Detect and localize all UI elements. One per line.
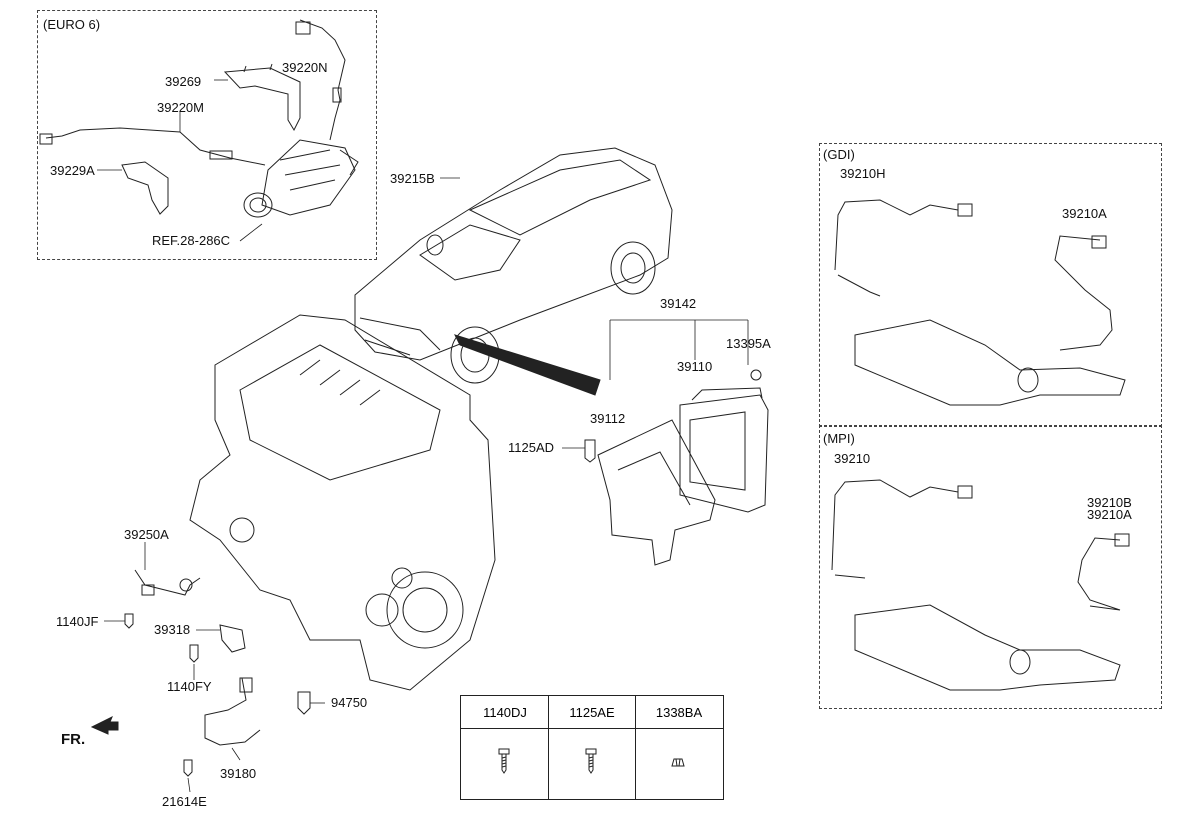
hose-39180 xyxy=(204,677,261,746)
part-label-39142: 39142 xyxy=(660,296,697,311)
bracket-39269 xyxy=(223,63,301,132)
front-direction-label: FR. xyxy=(61,731,86,748)
part-label-39220m: 39220M xyxy=(157,100,204,115)
mpi-part-label-39210b: 39210B xyxy=(1087,495,1132,510)
leader-arrow xyxy=(454,334,601,396)
part-label-94750: 94750 xyxy=(331,695,368,710)
gdi-oxygen-sensors xyxy=(834,199,1126,406)
part-label-39229a: 39229A xyxy=(50,163,95,178)
part-label-1125ad: 1125AD xyxy=(508,440,555,455)
part-label-39318: 39318 xyxy=(154,622,191,637)
nut-icon xyxy=(671,758,685,767)
mpi-group-box xyxy=(819,425,1162,709)
part-label-39112: 39112 xyxy=(590,411,626,426)
bolt-icon xyxy=(585,748,597,774)
group-title-mpi: (MPI) xyxy=(823,431,855,446)
mpi-part-label-39210a: 39210A xyxy=(1087,507,1132,522)
bolt-1125ad xyxy=(584,439,596,463)
euro6-catalytic-converter xyxy=(243,139,359,218)
bracket-39229a xyxy=(121,161,169,215)
sensor-39318 xyxy=(219,624,246,653)
knock-sensor-39250a xyxy=(134,569,201,596)
front-arrow-icon xyxy=(90,715,119,735)
fastener-table-header-row xyxy=(461,696,723,729)
bolt-icon xyxy=(498,748,510,774)
leader-lines xyxy=(97,79,749,793)
ecu-39110 xyxy=(679,387,769,513)
car-body-outline xyxy=(354,147,673,384)
group-title-euro6: (EURO 6) xyxy=(43,17,101,32)
part-label-13395a: 13395A xyxy=(726,336,771,351)
fastener-header-1140dj: 1140DJ xyxy=(483,705,527,720)
nut-13395a xyxy=(750,369,762,381)
euro6-group-box xyxy=(37,10,377,260)
bolt-1140fy xyxy=(189,644,199,663)
part-label-39110: 39110 xyxy=(677,359,713,374)
fastener-table: 1140DJ 1125AE 1338BA xyxy=(460,695,724,800)
part-label-39269: 39269 xyxy=(165,74,202,89)
fastener-header-1125ae: 1125AE xyxy=(569,705,615,720)
gdi-part-label-39210h: 39210H xyxy=(840,166,886,181)
bolt-1140jf xyxy=(124,613,134,629)
oxygen-sensor-39220n xyxy=(295,19,346,141)
part-label-1140jf: 1140JF xyxy=(56,614,99,629)
part-label-21614e: 21614E xyxy=(162,794,207,809)
sensor-94750 xyxy=(297,691,311,715)
part-label-39250a: 39250A xyxy=(124,527,169,542)
fastener-table-divider xyxy=(548,696,549,799)
gdi-part-label-39210a: 39210A xyxy=(1062,206,1107,221)
part-label-39215b: 39215B xyxy=(390,171,435,186)
mpi-part-label-39210: 39210 xyxy=(834,451,871,466)
fastener-header-1338ba: 1338BA xyxy=(655,705,703,720)
part-label-1140fy: 1140FY xyxy=(167,679,212,694)
engine-block xyxy=(189,314,496,691)
mpi-oxygen-sensors xyxy=(831,479,1130,691)
bolt-21614e xyxy=(183,759,193,777)
ref-label-28-286c: REF.28-286C xyxy=(152,233,231,248)
fastener-table-divider xyxy=(635,696,636,799)
part-label-39220n: 39220N xyxy=(282,60,328,75)
ecu-bracket-39112 xyxy=(597,419,716,566)
group-title-gdi: (GDI) xyxy=(823,147,855,162)
part-label-39180: 39180 xyxy=(220,766,257,781)
gdi-group-box xyxy=(819,143,1162,427)
oxygen-sensor-39220m xyxy=(39,127,266,166)
